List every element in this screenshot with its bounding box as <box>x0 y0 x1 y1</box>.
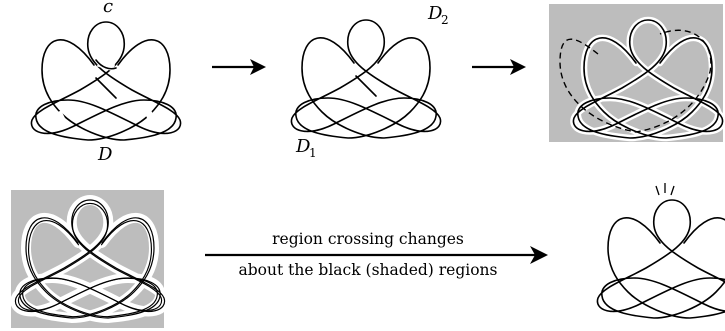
caption-line-2: about the black (shaded) regions <box>238 261 497 279</box>
crossing-gap <box>144 110 158 126</box>
crossing-gap <box>54 110 68 126</box>
knot-D-curve <box>30 21 182 141</box>
arrow-2 <box>472 59 526 75</box>
label-region-D2: D 2 <box>427 3 449 27</box>
shaded-doubled-diagram <box>11 190 165 328</box>
diagram-D1-D2 <box>290 19 442 139</box>
svg-text:D: D <box>427 3 443 24</box>
label-region-D1: D 1 <box>295 136 317 160</box>
knot-curve <box>290 19 442 139</box>
svg-text:1: 1 <box>309 146 317 160</box>
arrow-1 <box>212 59 266 75</box>
result-diagram <box>596 199 725 319</box>
knot-overstrand <box>355 75 377 97</box>
dashed-circle-curve <box>559 29 712 133</box>
svg-text:D: D <box>295 136 311 157</box>
crossing-change-mark <box>655 183 675 196</box>
shaded-diagram-dashed <box>549 4 723 142</box>
region-crossing-arrow: region crossing changes about the black … <box>205 230 548 279</box>
knot-curve <box>596 199 725 319</box>
label-crossing-c: c <box>103 0 113 17</box>
caption-line-1: region crossing changes <box>272 230 464 248</box>
svg-text:2: 2 <box>441 13 449 27</box>
diagram-D <box>30 21 182 141</box>
knot-D-overstrand <box>95 59 117 70</box>
knot-D-overstrand <box>95 77 117 99</box>
label-diagram-D: D <box>97 144 113 165</box>
